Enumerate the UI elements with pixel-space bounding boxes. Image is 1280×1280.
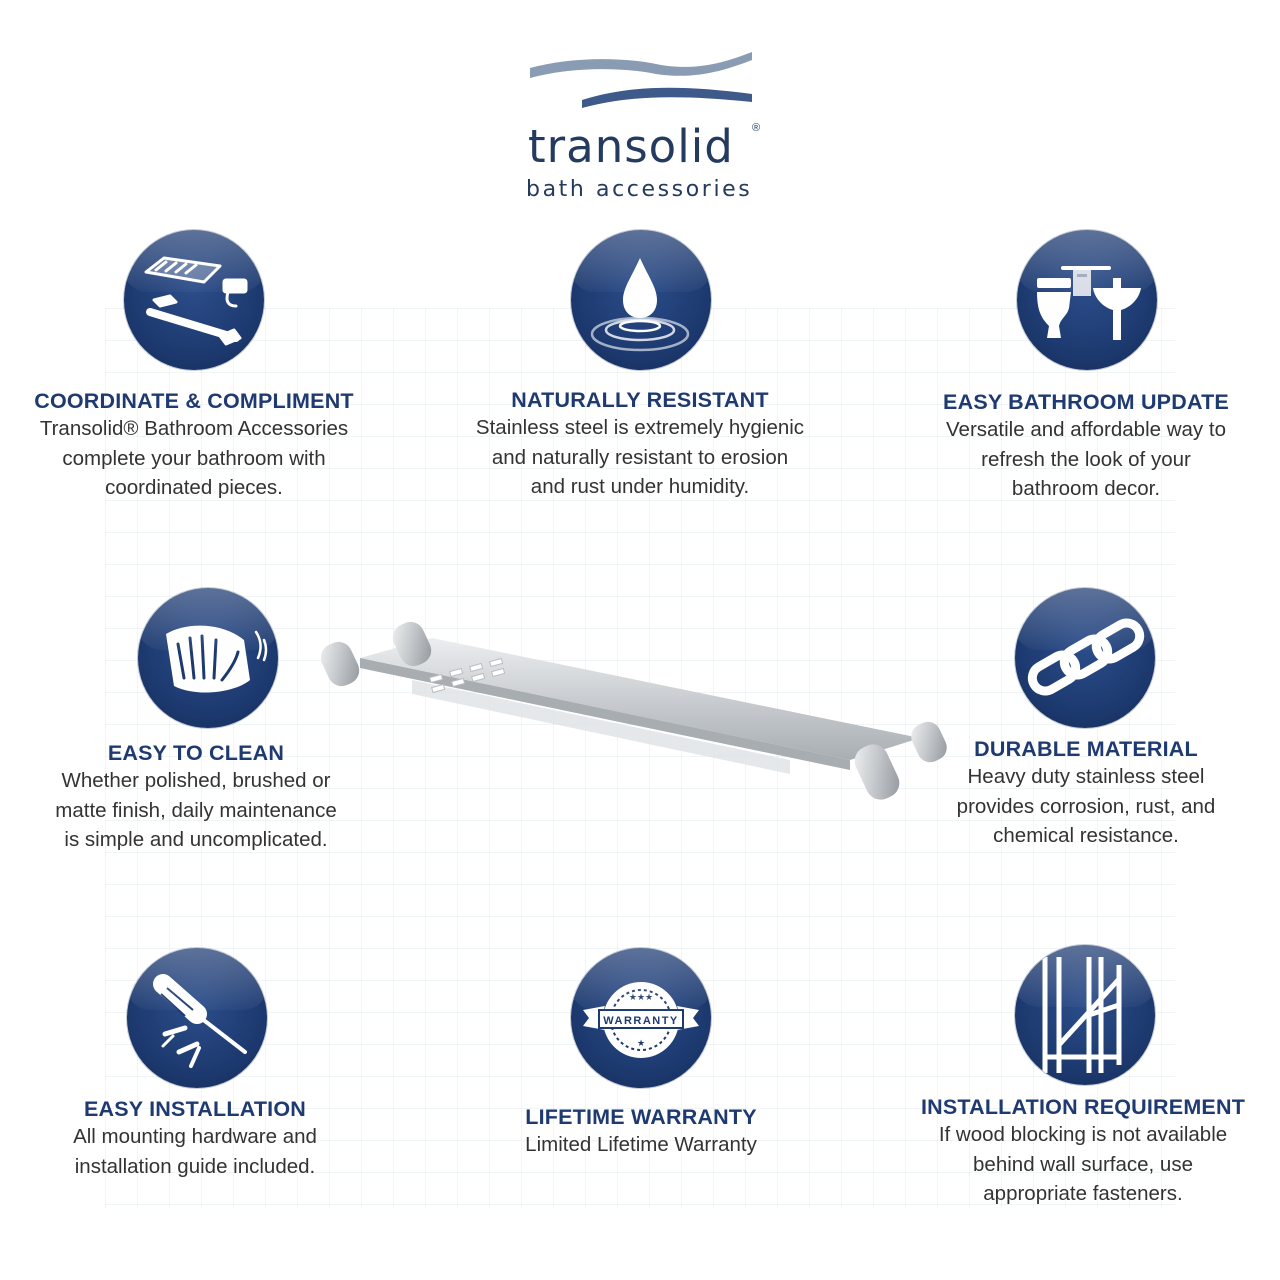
feature-coordinate-compliment: COORDINATE & COMPLIMENT Transolid® Bathr…	[4, 388, 384, 503]
feature-description: Versatile and affordable way to refresh …	[946, 418, 1226, 500]
screwdriver-screws-icon	[127, 948, 267, 1088]
feature-description: Stainless steel is extremely hygienic an…	[475, 416, 805, 498]
svg-text:★★★: ★★★	[629, 992, 653, 1002]
feature-description: Transolid® Bathroom Accessories complete…	[39, 417, 349, 499]
warranty-seal-icon: WARRANTY ★★★ ★	[571, 948, 711, 1088]
feature-easy-installation: EASY INSTALLATION All mounting hardware …	[5, 1096, 385, 1181]
bathroom-fixtures-icon	[1017, 230, 1157, 370]
wiping-hand-icon	[138, 588, 278, 728]
feature-durable-material: DURABLE MATERIAL Heavy duty stainless st…	[896, 736, 1276, 851]
feature-title: DURABLE MATERIAL	[974, 737, 1198, 761]
chain-link-icon	[1015, 588, 1155, 728]
feature-installation-requirement: INSTALLATION REQUIREMENT If wood blockin…	[893, 1094, 1273, 1209]
feature-lifetime-warranty: LIFETIME WARRANTY Limited Lifetime Warra…	[451, 1104, 831, 1160]
transolid-logo: transolid ® bath accessories	[520, 50, 770, 210]
stainless-shelf-image	[320, 621, 947, 800]
feature-description: Whether polished, brushed or matte finis…	[55, 769, 337, 851]
feature-easy-bathroom-update: EASY BATHROOM UPDATE Versatile and affor…	[896, 389, 1276, 504]
feature-description: If wood blocking is not available behind…	[938, 1123, 1228, 1205]
accessories-set-icon	[124, 230, 264, 370]
feature-description: Heavy duty stainless steel provides corr…	[956, 765, 1216, 847]
feature-title: INSTALLATION REQUIREMENT	[920, 1095, 1246, 1119]
brand-name: transolid	[528, 120, 734, 173]
feature-title: EASY TO CLEAN	[107, 741, 285, 765]
wall-framing-icon	[1015, 945, 1155, 1085]
feature-title: LIFETIME WARRANTY	[525, 1105, 757, 1129]
warranty-badge-text: WARRANTY	[603, 1015, 679, 1027]
registered-mark: ®	[752, 122, 761, 134]
wave-logo-icon	[530, 52, 752, 108]
feature-naturally-resistant: NATURALLY RESISTANT Stainless steel is e…	[450, 387, 830, 502]
svg-text:★: ★	[637, 1038, 645, 1048]
feature-title: EASY BATHROOM UPDATE	[943, 390, 1229, 414]
brand-tagline: bath accessories	[526, 177, 753, 202]
feature-easy-to-clean: EASY TO CLEAN Whether polished, brushed …	[6, 740, 386, 855]
feature-description: Limited Lifetime Warranty	[525, 1133, 757, 1156]
feature-description: All mounting hardware and installation g…	[73, 1125, 317, 1178]
water-drop-icon	[571, 230, 711, 370]
feature-title: COORDINATE & COMPLIMENT	[34, 389, 354, 413]
feature-title: EASY INSTALLATION	[84, 1097, 306, 1121]
feature-title: NATURALLY RESISTANT	[511, 388, 769, 412]
